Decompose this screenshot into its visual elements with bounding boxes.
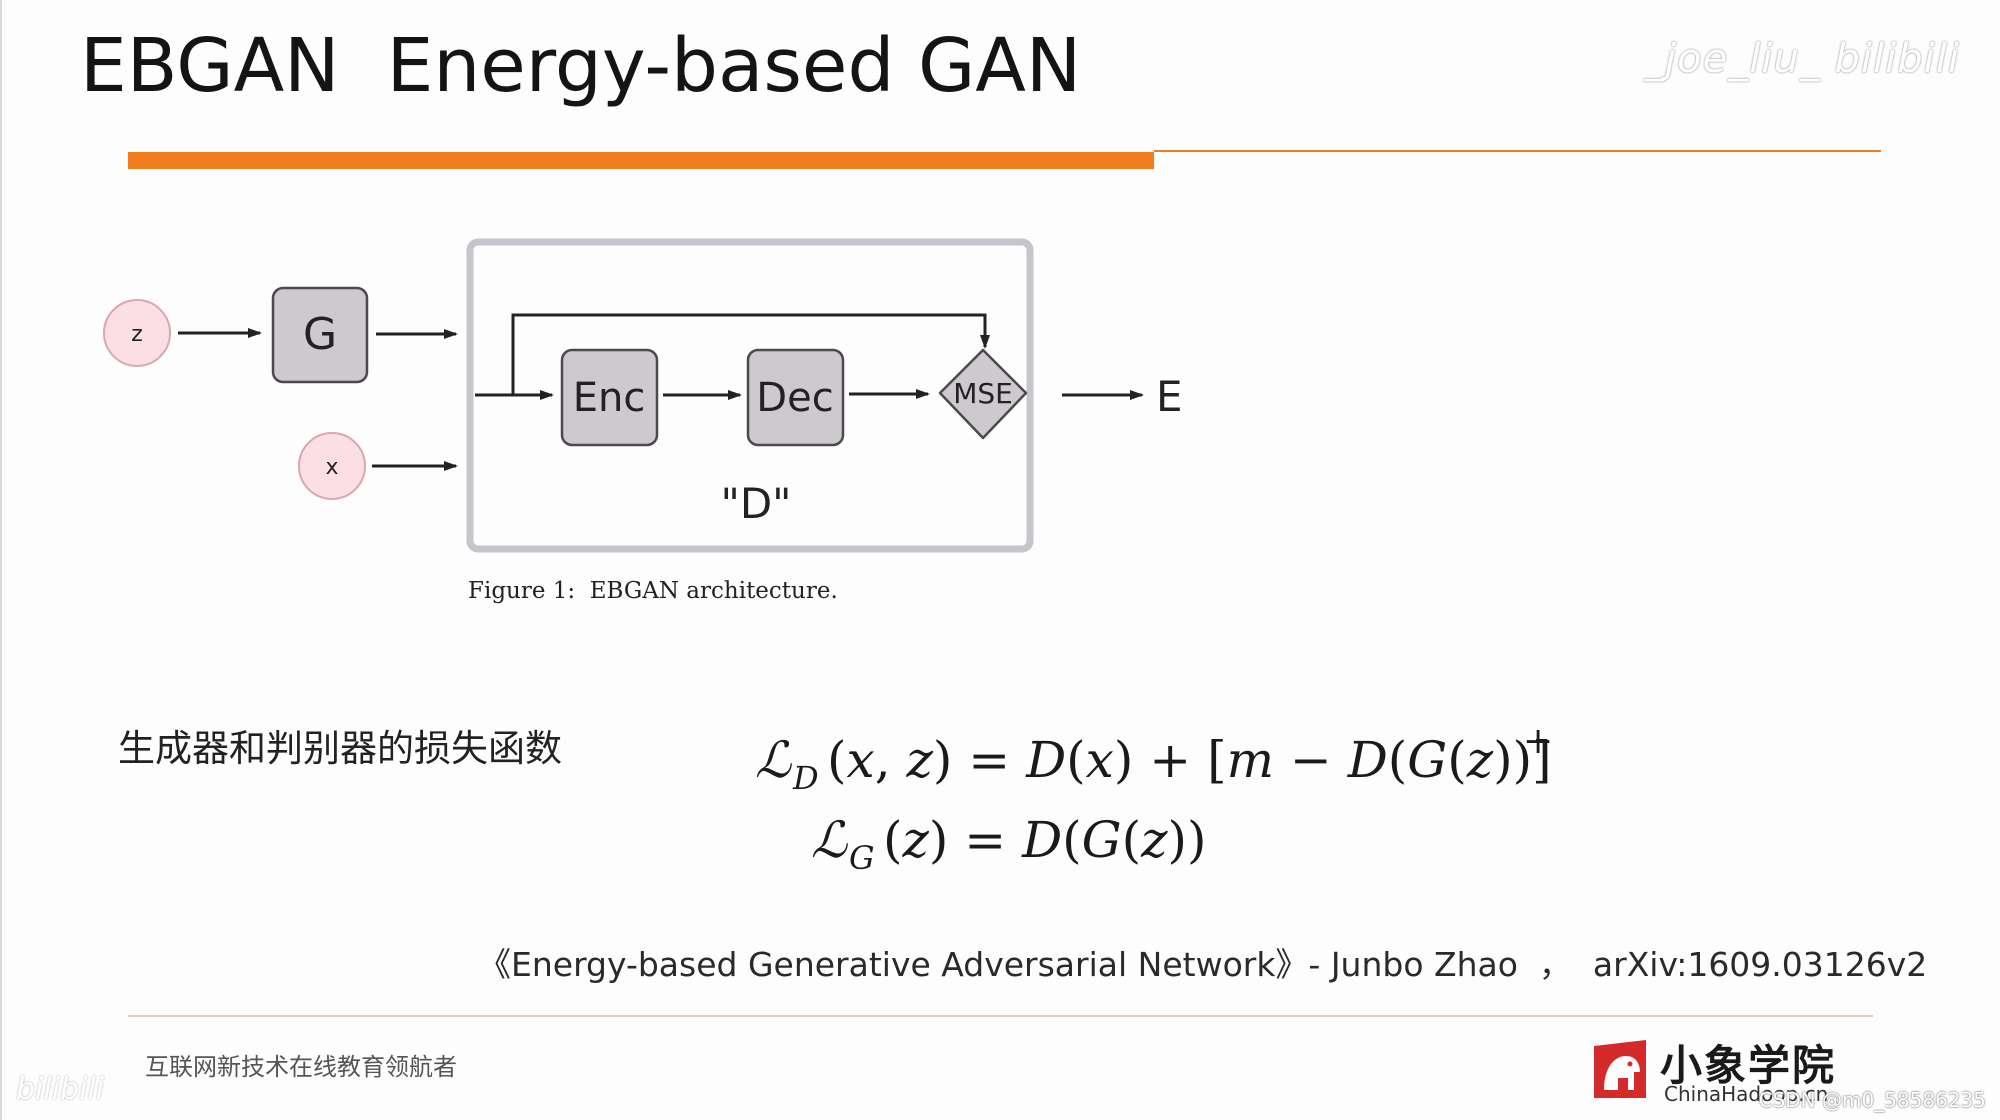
g-node-label: G bbox=[303, 309, 337, 360]
svg-text:ℒ: ℒ bbox=[755, 731, 792, 789]
ebgan-architecture-diagram: z G x "D" Enc Dec bbox=[103, 238, 1183, 553]
title-accent-bar bbox=[128, 152, 1154, 169]
loss-formulas: ℒ D (x, z) = D(x) + [m − D(G(z))] + ℒ G … bbox=[755, 721, 1553, 877]
mse-node-label: MSE bbox=[953, 377, 1013, 410]
svg-text:(z) = D(G(z)): (z) = D(G(z)) bbox=[883, 811, 1207, 869]
discriminator-loss-formula: ℒ D (x, z) = D(x) + [m − D(G(z))] + bbox=[755, 721, 1553, 797]
paper-citation: 《Energy-based Generative Adversarial Net… bbox=[478, 945, 1928, 984]
title-accent-line bbox=[1154, 150, 1881, 152]
enc-node-label: Enc bbox=[573, 375, 646, 421]
bilibili-corner-watermark: bilibili bbox=[16, 1072, 105, 1107]
x-node: x bbox=[298, 432, 366, 500]
mse-node: MSE bbox=[938, 348, 1028, 440]
figure-caption: Figure 1: EBGAN architecture. bbox=[468, 578, 838, 604]
brand-name-cn: 小象学院 bbox=[1660, 1041, 1837, 1090]
dec-node: Dec bbox=[746, 348, 845, 447]
svg-text:(x, z) = D(x) + [m − D(G(z))]: (x, z) = D(x) + [m − D(G(z))] bbox=[827, 731, 1552, 789]
d-box-label: "D" bbox=[721, 479, 792, 528]
energy-output-label: E bbox=[1156, 372, 1183, 421]
brand-name-en: ChinaHadoop.cn bbox=[1664, 1082, 1829, 1106]
csdn-watermark: CSDN @m0_58586235 bbox=[1758, 1088, 1986, 1112]
footer-tagline: 互联网新技术在线教育领航者 bbox=[145, 1053, 457, 1081]
generator-loss-formula: ℒ G (z) = D(G(z)) bbox=[811, 811, 1207, 877]
x-node-label: x bbox=[325, 455, 338, 480]
svg-text:+: + bbox=[1523, 721, 1553, 762]
z-node-label: z bbox=[131, 322, 143, 347]
loss-function-label: 生成器和判别器的损失函数 bbox=[118, 727, 562, 770]
d-box bbox=[466, 238, 1034, 553]
dec-node-label: Dec bbox=[756, 375, 833, 421]
slide-left-border bbox=[0, 0, 2, 1120]
z-node: z bbox=[103, 299, 171, 367]
slide-title: EBGAN Energy-based GAN bbox=[80, 23, 1082, 109]
chinahadoop-logo bbox=[1594, 1040, 1646, 1098]
g-node: G bbox=[271, 286, 369, 384]
svg-text:G: G bbox=[849, 839, 875, 877]
enc-node: Enc bbox=[560, 348, 659, 447]
svg-text:D: D bbox=[792, 759, 819, 797]
skip-to-mse-arrow bbox=[511, 313, 990, 395]
footer-divider bbox=[128, 1015, 1873, 1017]
svg-text:ℒ: ℒ bbox=[811, 811, 848, 869]
bilibili-watermark: _joe_liu_ bilibili bbox=[1644, 36, 1960, 82]
